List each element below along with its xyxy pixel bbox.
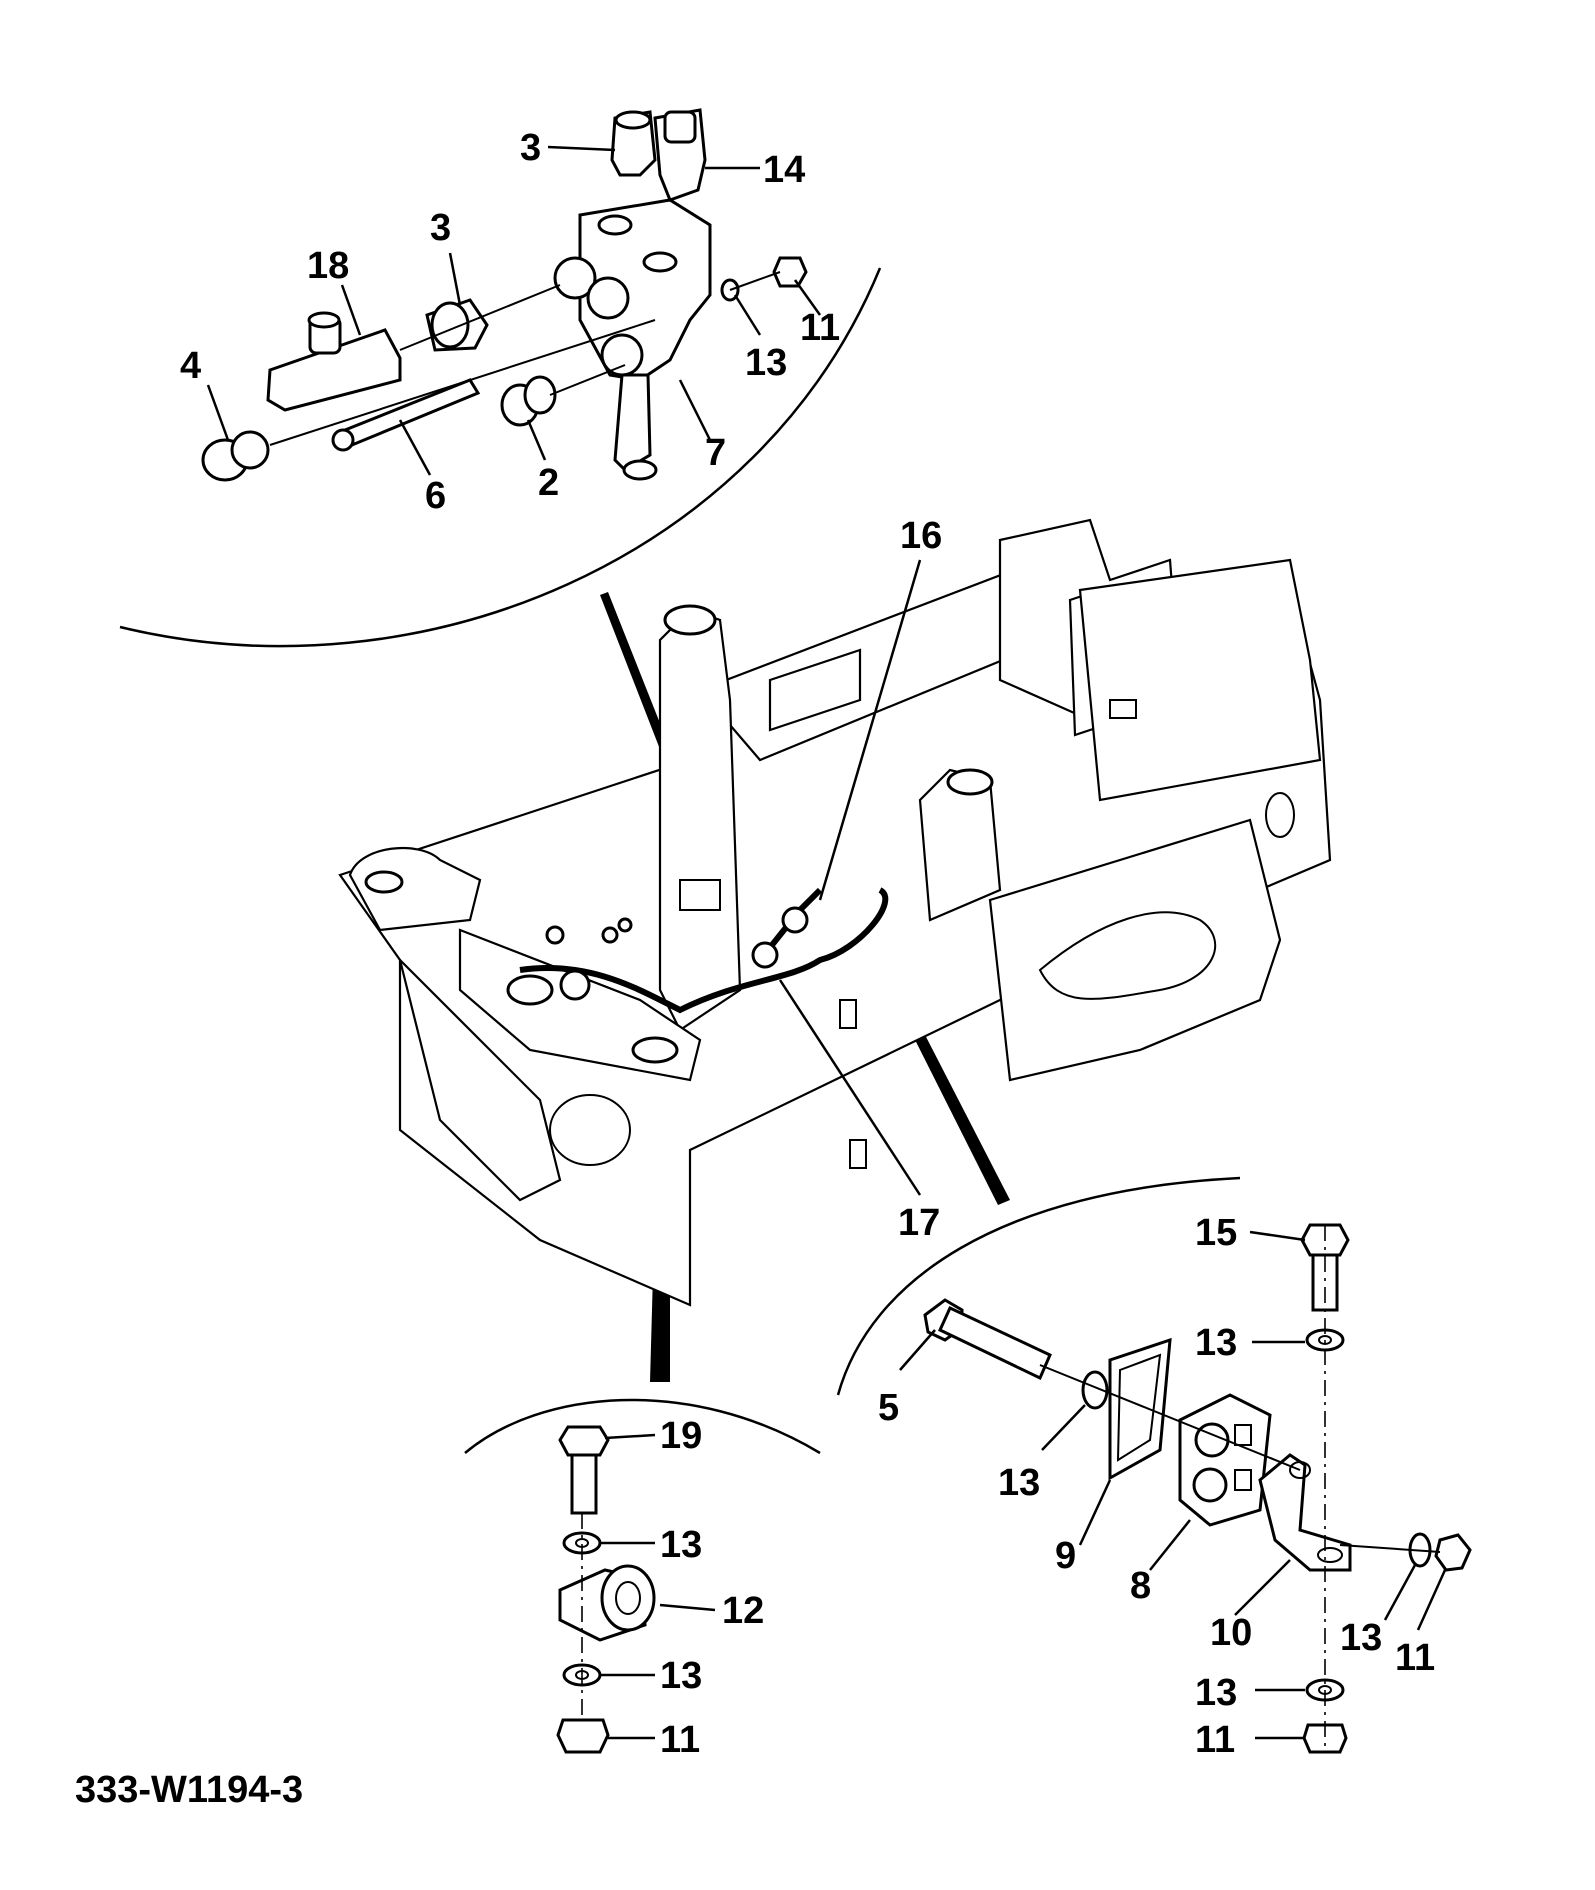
callout-5: 5 <box>878 1387 899 1429</box>
bottom-detail-arc <box>464 1398 821 1455</box>
callout-11-right-b: 11 <box>1195 1719 1235 1761</box>
right-detail-wedge <box>895 996 1010 1205</box>
callout-11-top: 11 <box>800 307 840 349</box>
callout-labels: 3 14 3 18 4 6 2 7 13 11 16 17 15 13 5 13… <box>180 127 1435 1761</box>
right-detail-arc <box>836 1176 1241 1396</box>
callout-15: 15 <box>1195 1212 1237 1254</box>
callout-19: 19 <box>660 1415 702 1457</box>
top-detail-parts <box>201 108 808 482</box>
callout-13-right-b: 13 <box>998 1462 1040 1504</box>
callout-13-right-d: 13 <box>1195 1672 1237 1714</box>
callout-13-right-a: 13 <box>1195 1322 1237 1364</box>
bottom-detail-parts <box>556 1425 656 1754</box>
callout-7: 7 <box>705 432 726 474</box>
callout-3-top: 3 <box>520 127 541 169</box>
diagram-reference-code: 333-W1194-3 <box>75 1769 303 1811</box>
callout-6: 6 <box>425 475 446 517</box>
callout-17: 17 <box>898 1202 940 1244</box>
callout-10: 10 <box>1210 1612 1252 1654</box>
callout-11-bottom: 11 <box>660 1719 700 1761</box>
callout-14: 14 <box>763 149 805 191</box>
callout-12: 12 <box>722 1590 764 1632</box>
callout-9: 9 <box>1055 1535 1076 1577</box>
callout-18: 18 <box>307 245 349 287</box>
callout-4: 4 <box>180 345 201 387</box>
callout-3-mid: 3 <box>430 207 451 249</box>
callout-13-bottom-b: 13 <box>660 1655 702 1697</box>
leader-lines <box>206 145 1447 1740</box>
callout-13-top: 13 <box>745 342 787 384</box>
callout-2: 2 <box>538 462 559 504</box>
machine-frame <box>338 518 1332 1307</box>
callout-8: 8 <box>1130 1565 1151 1607</box>
right-detail-parts <box>923 1223 1472 1754</box>
callout-13-right-c: 13 <box>1340 1617 1382 1659</box>
top-detail-arc <box>119 267 882 648</box>
callout-16: 16 <box>900 515 942 557</box>
callout-13-bottom-a: 13 <box>660 1524 702 1566</box>
callout-11-right-a: 11 <box>1395 1637 1435 1679</box>
